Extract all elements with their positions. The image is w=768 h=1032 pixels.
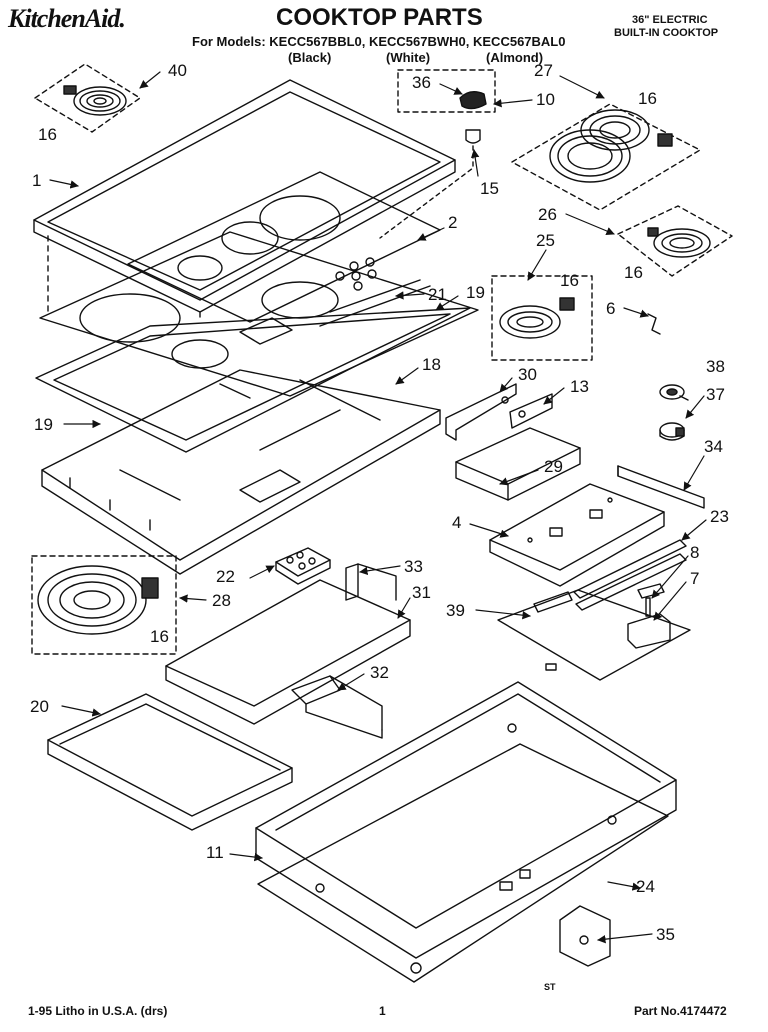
element-25-group xyxy=(491,275,593,361)
burner-box-18 xyxy=(41,369,441,575)
rail-34 xyxy=(617,465,705,509)
channel-29 xyxy=(455,427,581,501)
bracket-35 xyxy=(559,905,611,967)
rail-23 xyxy=(573,539,687,611)
callout-36: 36 xyxy=(412,73,431,92)
element-40-group xyxy=(34,63,141,133)
footer-part-number: Part No.4174472 xyxy=(634,1004,727,1018)
callout-16c: 16 xyxy=(560,271,579,290)
brand-logo: KitchenAid. xyxy=(8,4,126,33)
callout-19b: 19 xyxy=(34,415,53,434)
callout-21: 21 xyxy=(428,285,447,304)
callout-7: 7 xyxy=(690,569,699,588)
callout-16e: 16 xyxy=(150,627,169,646)
callout-25: 25 xyxy=(536,231,555,250)
callout-29: 29 xyxy=(544,457,563,476)
callout-20: 20 xyxy=(30,697,49,716)
element-28-group xyxy=(31,555,177,655)
panel-39 xyxy=(497,589,691,681)
base-11 xyxy=(255,681,677,974)
spec-line-1: 36" ELECTRIC xyxy=(632,14,708,26)
callout-34: 34 xyxy=(704,437,723,456)
color-white-label: (White) xyxy=(386,50,431,65)
model-list: For Models: KECC567BBL0, KECC567BWH0, KE… xyxy=(192,34,566,49)
callout-8: 8 xyxy=(690,543,699,562)
callout-40: 40 xyxy=(168,61,187,80)
knob-ring-38 xyxy=(659,384,689,401)
control-box-4 xyxy=(489,483,665,587)
callout-labels: 40 16 1 36 10 27 16 15 2 26 25 16 16 21 … xyxy=(30,61,729,944)
callout-16a: 16 xyxy=(38,125,57,144)
callout-39: 39 xyxy=(446,601,465,620)
color-almond-label: (Almond) xyxy=(486,50,544,65)
callout-26: 26 xyxy=(538,205,557,224)
callout-23: 23 xyxy=(710,507,729,526)
knob-10-group xyxy=(379,69,496,239)
callout-11: 11 xyxy=(206,843,224,862)
callout-27: 27 xyxy=(534,61,553,80)
shield-31 xyxy=(165,579,411,725)
tray-20 xyxy=(47,693,293,831)
leader-lines xyxy=(49,71,707,944)
callout-28: 28 xyxy=(212,591,231,610)
footer-page-number: 1 xyxy=(379,1004,386,1018)
callout-16d: 16 xyxy=(624,263,643,282)
bracket-30 xyxy=(445,383,553,441)
callout-10: 10 xyxy=(536,90,555,109)
callout-2: 2 xyxy=(448,213,457,232)
callout-13: 13 xyxy=(570,377,589,396)
spec-line-2: BUILT-IN COOKTOP xyxy=(614,27,719,39)
element-27-group xyxy=(511,103,701,211)
cooktop-glass-lower xyxy=(39,231,479,397)
callout-15: 15 xyxy=(480,179,499,198)
page-title: COOKTOP PARTS xyxy=(276,4,483,31)
callout-37: 37 xyxy=(706,385,725,404)
callout-4: 4 xyxy=(452,513,461,532)
callout-33: 33 xyxy=(404,557,423,576)
knob-ring-37 xyxy=(659,422,685,441)
color-black-label: (Black) xyxy=(288,50,332,65)
element-26-group xyxy=(617,205,733,277)
callout-6: 6 xyxy=(606,299,615,318)
callout-24: 24 xyxy=(636,877,655,896)
callout-31: 31 xyxy=(412,583,431,602)
terminal-block-22 xyxy=(275,547,331,585)
insulation-24 xyxy=(257,743,669,983)
callout-32: 32 xyxy=(370,663,389,682)
callout-1: 1 xyxy=(32,171,41,190)
callout-16b: 16 xyxy=(638,89,657,108)
callout-30: 30 xyxy=(518,365,537,384)
callout-22: 22 xyxy=(216,567,235,586)
glass-top-frame-1 xyxy=(33,79,456,321)
bracket-33 xyxy=(345,563,397,601)
callout-35: 35 xyxy=(656,925,675,944)
footer-litho: 1-95 Litho in U.S.A. (drs) xyxy=(28,1004,168,1018)
clip-6 xyxy=(647,313,661,335)
footer-code: ST xyxy=(544,982,556,992)
callout-19a: 19 xyxy=(466,283,485,302)
bracket-32 xyxy=(291,675,383,739)
callout-38: 38 xyxy=(706,357,725,376)
callout-18: 18 xyxy=(422,355,441,374)
